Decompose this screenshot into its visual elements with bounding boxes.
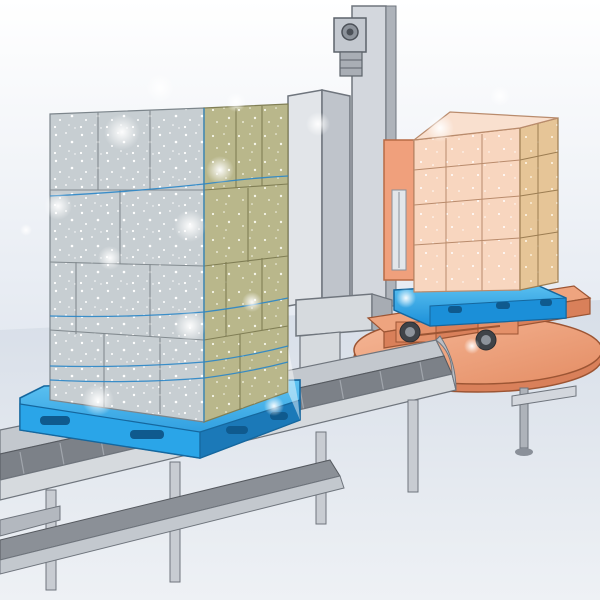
- left-pallet-load: [19, 103, 301, 459]
- sparkle-highlights: [20, 74, 510, 416]
- right-pallet-load: [393, 111, 567, 327]
- gear-icon: [399, 321, 421, 343]
- wrap-arm: [383, 139, 415, 281]
- stretch-film: [49, 108, 289, 422]
- gear-icon: [475, 329, 497, 351]
